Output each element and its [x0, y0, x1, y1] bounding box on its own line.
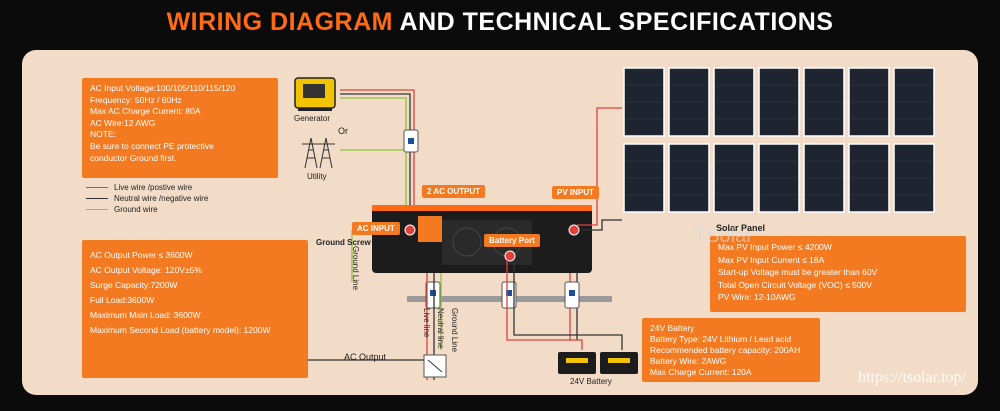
- generator-label: Generator: [294, 114, 331, 123]
- ac-input-line: Max AC Charge Current: 80A: [90, 106, 201, 117]
- brand-mark: TSolar: [694, 225, 753, 247]
- or-label: Or: [338, 126, 348, 136]
- ac-output-tag: 2 AC OUTPUT: [422, 185, 486, 198]
- solar-line: Max PV Input Power ≤ 4200W: [718, 242, 832, 252]
- utility-label: Utility: [307, 172, 327, 181]
- neutral-line-label: Neutral line: [436, 308, 445, 349]
- ac-input-line: AC Input Voltage:100/105/110/115/120: [90, 83, 236, 93]
- solar-panel-title: Solar Panel: [716, 223, 766, 233]
- battery-line: Battery Type: 24V Lithium / Lead acid: [650, 334, 792, 344]
- battery-port-tag: Battery Port: [484, 234, 540, 247]
- battery-line: Battery Wire: 2AWG: [650, 356, 727, 366]
- watermark-url: https://tsolar.top/: [857, 369, 966, 386]
- battery-icon: [558, 352, 638, 374]
- generator-icon: [294, 77, 336, 111]
- outlet-icon: [423, 354, 447, 378]
- ac-output-specs: AC Output Power ≤ 3600W AC Output Voltag…: [82, 240, 308, 378]
- ground-line-left-label: Ground Line: [351, 246, 360, 291]
- solar-line: Start-up Voltage must be greater than 60…: [718, 267, 878, 278]
- ac-input-line: conductor Ground first.: [90, 152, 177, 163]
- legend-label: Live wire /postive wire: [114, 183, 193, 192]
- utility-tower-icon: [302, 137, 335, 169]
- ac-output-line: AC Output Voltage: 120V±5%: [90, 265, 202, 275]
- ground-line-label: Ground Line: [450, 308, 459, 353]
- page-title: WIRING DIAGRAM AND TECHNICAL SPECIFICATI…: [0, 8, 1000, 37]
- ac-input-line: Be sure to connect PE protective: [90, 140, 214, 151]
- battery-wires: [506, 260, 623, 350]
- inverter-unit: [372, 205, 592, 273]
- legend-label: Neutral wire /negative wire: [114, 194, 209, 203]
- input-breaker-icon: [403, 129, 419, 153]
- ac-output-label: AC Output: [344, 352, 387, 362]
- ground-screw-label: Ground Screw: [316, 238, 371, 247]
- ac-output-line: Full Load:3600W: [90, 295, 155, 305]
- ac-input-line: NOTE:: [90, 129, 116, 140]
- battery-line: Recommended battery capacity: 200AH: [650, 345, 801, 355]
- ac-input-wires: [340, 89, 415, 210]
- legend-item: Neutral wire /negative wire: [86, 193, 208, 204]
- wire-legend: Live wire /postive wire Neutral wire /ne…: [86, 182, 208, 215]
- output-breaker-icon: [425, 281, 441, 309]
- ac-input-line: AC Wire:12 AWG: [90, 117, 156, 128]
- ac-output-line: AC Output Power ≤ 3600W: [90, 250, 193, 260]
- title-accent: WIRING DIAGRAM: [166, 8, 393, 36]
- legend-item: Live wire /postive wire: [86, 182, 208, 193]
- ac-input-tag: AC INPUT: [352, 222, 400, 235]
- solar-panel-specs: Solar Panel Max PV Input Power ≤ 4200W M…: [710, 223, 966, 312]
- battery-line: Max Charge Current: 120A: [650, 367, 752, 377]
- battery-specs: 24V Battery Battery Type: 24V Lithium / …: [642, 318, 820, 382]
- ac-output-line: Surge Capacity:7200W: [90, 280, 178, 290]
- ac-input-specs: AC Input Voltage:100/105/110/115/120 Fre…: [82, 78, 278, 178]
- battery-breaker-icon: [501, 281, 517, 309]
- diagram-panel: AC Input Voltage:100/105/110/115/120 Fre…: [22, 50, 978, 395]
- ac-input-line: Frequency: 50Hz / 60Hz: [90, 94, 182, 105]
- solar-line: Total Open Circuit Voltage (VOC) ≤ 500V: [718, 279, 872, 290]
- solar-line: PV Wire: 12-10AWG: [718, 292, 796, 303]
- ac-output-line: Maximum Main Load: 3600W: [90, 310, 201, 320]
- ac-output-line: Maximum Second Load (battery model): 120…: [90, 325, 271, 335]
- battery-line: 24V Battery: [650, 323, 695, 333]
- battery-caption: 24V Battery: [570, 377, 612, 386]
- pv-input-tag: PV INPUT: [552, 186, 599, 199]
- live-line-label: Live line: [422, 308, 431, 338]
- legend-item: Ground wire: [86, 204, 208, 215]
- legend-label: Ground wire: [114, 205, 158, 214]
- solar-panel-array: [623, 67, 935, 213]
- pv-breaker-icon: [564, 281, 580, 309]
- title-rest: AND TECHNICAL SPECIFICATIONS: [399, 8, 834, 36]
- solar-line: Max PV Input Current ≤ 18A: [718, 254, 825, 265]
